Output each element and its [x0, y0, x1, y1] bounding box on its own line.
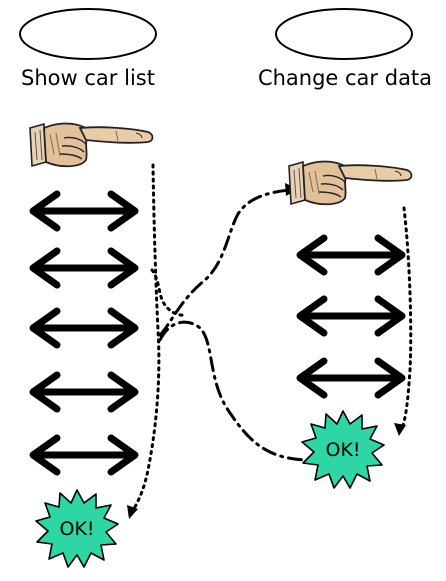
transfer-dashdot-line-up: [158, 188, 292, 337]
ok-burst-right-label: OK!: [325, 439, 360, 461]
use-case-label-change-car-data: Change car data: [258, 66, 432, 90]
double-headed-arrow-icon: [33, 251, 135, 285]
double-headed-arrow-icon: [33, 311, 135, 345]
ok-burst-left-label: OK!: [59, 518, 94, 540]
double-headed-arrow-icon: [300, 238, 402, 272]
transfer-dashdot-line-down: [158, 320, 307, 462]
double-headed-arrow-icon: [300, 361, 402, 395]
pointing-hand-icon: [288, 160, 413, 206]
right-flow-dotted-line: [400, 206, 413, 430]
ok-burst-right: OK!: [301, 410, 385, 489]
double-headed-arrow-icon: [300, 299, 402, 333]
pointing-hand-icon: [29, 122, 154, 168]
use-case-label-show-car-list: Show car list: [21, 66, 155, 90]
right-flow-arrowhead: [394, 423, 406, 436]
junction-dotted-curl: [150, 268, 187, 317]
use-case-oval-show-car-list[interactable]: [19, 8, 157, 60]
double-headed-arrow-icon: [33, 438, 135, 472]
double-headed-arrow-icon: [33, 375, 135, 409]
left-flow-arrowhead: [127, 505, 138, 519]
left-flow-dotted-line: [130, 163, 161, 514]
use-case-oval-change-car-data[interactable]: [275, 8, 413, 60]
double-headed-arrow-icon: [33, 194, 135, 228]
ok-burst-left: OK!: [35, 489, 119, 568]
